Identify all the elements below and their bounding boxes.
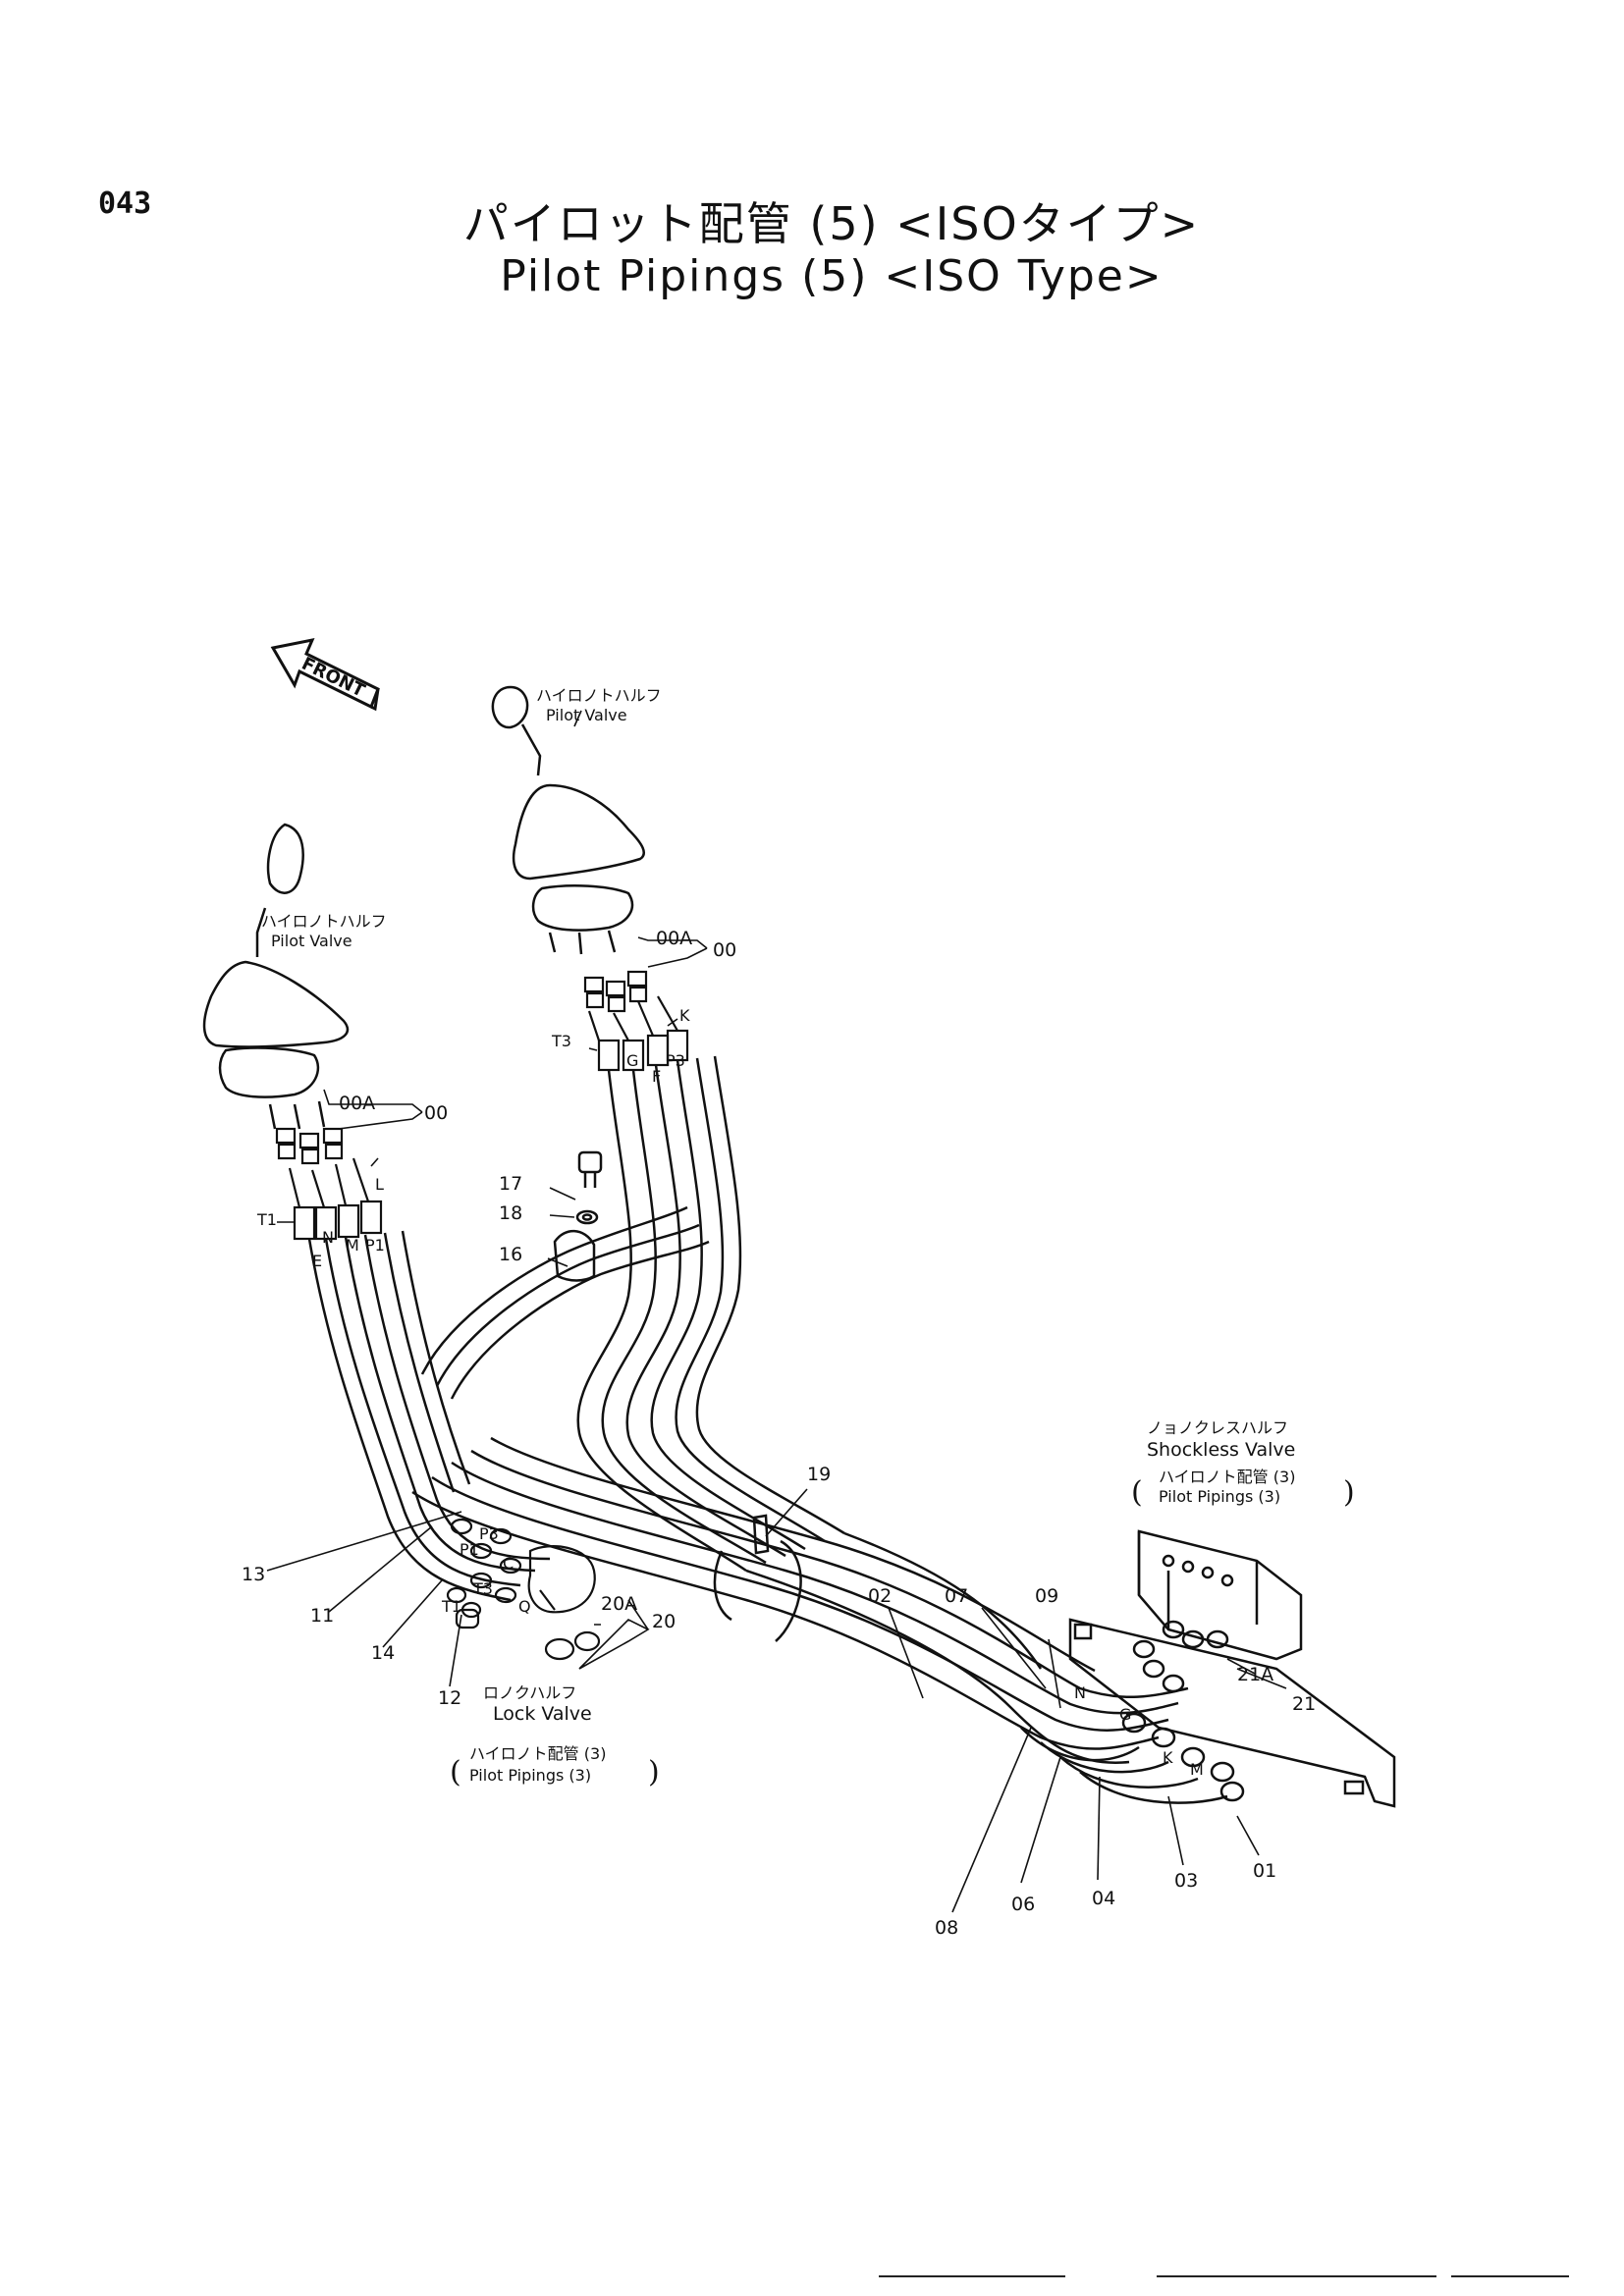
footer-rule-2 <box>1157 2275 1436 2277</box>
left-hose-bundle <box>307 1230 1189 1764</box>
pilot-valve-left-label-jp: ハイロノトハルフ <box>261 912 387 931</box>
part-02: 02 <box>868 1585 892 1607</box>
port-t1-lock: T1 <box>441 1597 461 1616</box>
clamp-assembly <box>553 1150 603 1282</box>
part-20: 20 <box>652 1611 676 1632</box>
lock-valve-label-en: Lock Valve <box>493 1703 592 1725</box>
port-p3-lock: P3 <box>479 1524 499 1543</box>
shockless-valve-block <box>1068 1529 1396 1808</box>
port-e: E <box>312 1252 322 1270</box>
pilot-valve-left <box>202 823 350 1130</box>
upper-hose-bundle <box>576 1055 845 1573</box>
port-g-shockless: G <box>1119 1705 1131 1724</box>
page-title-japanese: パイロット配管 (5) <ISOタイプ> <box>462 197 1201 250</box>
shockless-valve-label-jp: ノョノクレスハルフ <box>1147 1418 1288 1437</box>
shockless-lower-hoses <box>1020 1727 1228 1804</box>
part-21: 21 <box>1292 1693 1316 1715</box>
pilot-valve-left-label-en: Pilot Valve <box>271 932 352 950</box>
port-g-upper: G <box>626 1051 638 1070</box>
part-08: 08 <box>935 1917 958 1939</box>
port-k: K <box>679 1006 690 1025</box>
part-09: 09 <box>1035 1585 1058 1607</box>
port-t3: T3 <box>551 1032 571 1050</box>
part-00a-upper: 00A <box>656 928 692 949</box>
part-00-upper: 00 <box>713 939 736 961</box>
lock-valve-label-jp: ロノクハルフ <box>483 1683 576 1702</box>
shockless-bracket-left: ( <box>1131 1475 1143 1510</box>
port-p3-upper: P3 <box>666 1051 685 1070</box>
port-t3-lock: T3 <box>472 1579 493 1598</box>
shockless-pilot-pipings-jp: ハイロノト配管 (3) <box>1159 1468 1295 1486</box>
page-number: 043 <box>98 187 152 221</box>
port-c-lock: C <box>503 1554 514 1573</box>
pilot-valve-upper <box>491 685 645 955</box>
lock-valve-cluster <box>446 1518 601 1661</box>
page-title-english: Pilot Pipings (5) <ISO Type> <box>500 251 1164 301</box>
lower-bracket-left: ( <box>450 1755 461 1789</box>
upper-valve-fittings <box>583 970 689 1072</box>
footer-rule-1 <box>879 2275 1065 2277</box>
front-arrow-icon: FRONT <box>270 637 380 712</box>
part-19: 19 <box>807 1464 831 1485</box>
pilot-valve-upper-label-jp: ハイロノトハルフ <box>536 686 662 705</box>
lower-pilot-pipings-jp: ハイロノト配管 (3) <box>469 1744 606 1763</box>
port-n-left: N <box>322 1228 334 1247</box>
footer-rule-3 <box>1451 2275 1569 2277</box>
shockless-valve-label-en: Shockless Valve <box>1147 1439 1295 1461</box>
port-n-shockless: N <box>1074 1683 1086 1702</box>
port-m-shockless: M <box>1190 1760 1204 1779</box>
lower-pilot-pipings-en: Pilot Pipings (3) <box>469 1766 591 1785</box>
shockless-bracket-right: ) <box>1343 1475 1355 1510</box>
part-20a: 20A <box>601 1593 637 1615</box>
port-p1-lock: P1 <box>460 1540 479 1559</box>
port-q-lock: Q <box>518 1597 531 1616</box>
port-l: L <box>375 1175 384 1194</box>
part-13: 13 <box>242 1564 265 1585</box>
part-06: 06 <box>1011 1894 1035 1915</box>
port-t1: T1 <box>256 1210 277 1229</box>
part-21a: 21A <box>1237 1664 1273 1685</box>
port-m-left: M <box>346 1236 359 1255</box>
part-11: 11 <box>310 1605 334 1627</box>
part-01: 01 <box>1253 1860 1276 1882</box>
left-valve-fittings <box>275 1127 383 1241</box>
port-k-shockless: K <box>1163 1748 1173 1767</box>
part-00-left: 00 <box>424 1102 448 1124</box>
port-f: F <box>652 1067 661 1086</box>
cable-tie <box>713 1514 802 1642</box>
part-07: 07 <box>945 1585 968 1607</box>
part-03: 03 <box>1174 1870 1198 1892</box>
part-17: 17 <box>499 1173 522 1195</box>
shockless-pilot-pipings-en: Pilot Pipings (3) <box>1159 1487 1280 1506</box>
leader-lines <box>266 710 1287 1913</box>
part-18: 18 <box>499 1202 522 1224</box>
lower-bracket-right: ) <box>648 1755 660 1789</box>
part-14: 14 <box>371 1642 395 1664</box>
part-00a-left: 00A <box>339 1093 375 1114</box>
pilot-valve-upper-label-en: Pilot Valve <box>546 706 627 724</box>
part-16: 16 <box>499 1244 522 1265</box>
part-12: 12 <box>438 1687 461 1709</box>
port-p1-left: P1 <box>365 1236 385 1255</box>
part-04: 04 <box>1092 1888 1115 1909</box>
